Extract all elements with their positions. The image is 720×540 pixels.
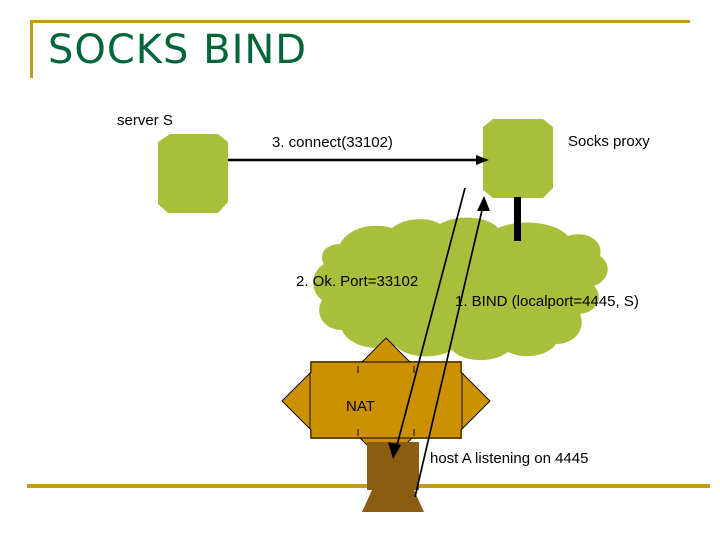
cloud-shape bbox=[313, 217, 608, 361]
label-msg-bind: 1. BIND (localport=4445, S) bbox=[455, 293, 639, 310]
label-host-a: host A listening on 4445 bbox=[430, 450, 589, 467]
page-title: SOCKS BIND bbox=[48, 27, 308, 73]
arrow-connect bbox=[228, 155, 489, 165]
frame-rule-left bbox=[30, 20, 33, 78]
arrow-ok-port-head bbox=[388, 442, 401, 459]
label-socks-proxy: Socks proxy bbox=[568, 133, 650, 150]
host-a-base bbox=[362, 490, 424, 512]
socks-proxy-node bbox=[483, 119, 553, 241]
host-a-node bbox=[362, 442, 424, 512]
arrow-bind-head bbox=[477, 196, 490, 211]
arrow-bind bbox=[414, 196, 490, 498]
label-msg-connect: 3. connect(33102) bbox=[272, 134, 393, 151]
socks-proxy-shape bbox=[483, 119, 553, 198]
nat-arrow-right-head bbox=[461, 371, 491, 431]
frame-rule-top bbox=[30, 20, 690, 23]
nat-arrow-left-head bbox=[281, 371, 311, 431]
nat-arrow-core bbox=[311, 362, 461, 438]
label-nat: NAT bbox=[346, 398, 375, 415]
socks-proxy-stem bbox=[514, 197, 521, 241]
internet-cloud-node bbox=[313, 217, 608, 361]
arrow-bind-line bbox=[414, 205, 484, 498]
label-server-s: server S bbox=[117, 112, 173, 129]
arrow-ok-port-line bbox=[395, 187, 466, 450]
arrow-connect-head bbox=[476, 155, 489, 165]
nat-arrow-outline-v bbox=[357, 366, 415, 436]
nat-arrow-overlay bbox=[281, 337, 491, 465]
label-msg-ok-port: 2. Ok. Port=33102 bbox=[296, 273, 419, 290]
server-s-node bbox=[158, 134, 228, 213]
nat-arrow-outline-box bbox=[310, 361, 462, 439]
arrow-ok-port bbox=[388, 187, 466, 459]
server-s-shape bbox=[158, 134, 228, 213]
